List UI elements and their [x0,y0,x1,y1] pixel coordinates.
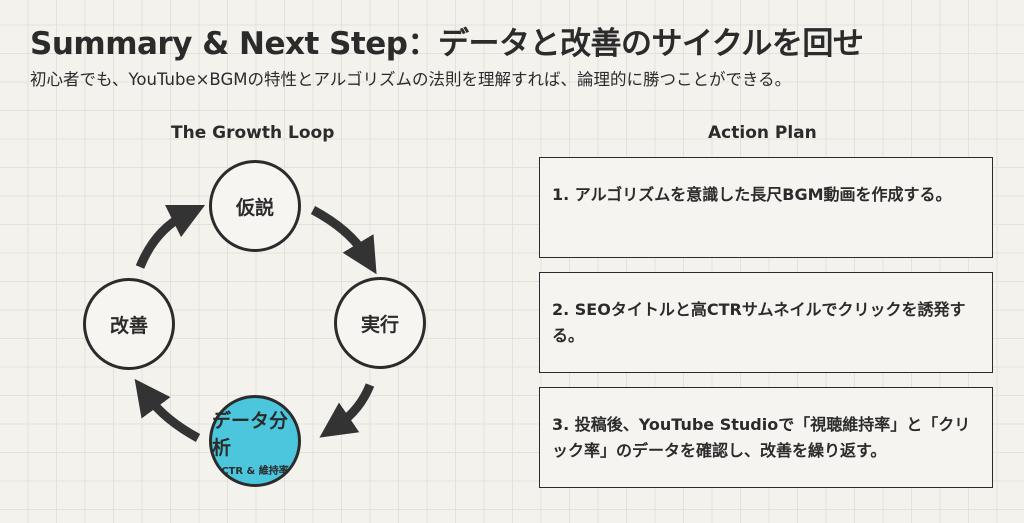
page-subtitle: 初心者でも、YouTube×BGMの特性とアルゴリズムの法則を理解すれば、論理的… [30,70,792,89]
growth-loop-heading: The Growth Loop [171,123,335,143]
loop-node-improve: 改善 [83,278,175,370]
action-item-3: 3. 投稿後、YouTube Studioで「視聴維持率」と「クリック率」のデー… [539,387,993,488]
arrow-icon [135,204,206,269]
action-plan-heading: Action Plan [708,123,817,143]
action-item-1: 1. アルゴリズムを意識した長尺BGM動画を作成する。 [539,157,993,258]
arrow-icon [319,383,375,438]
loop-node-execute: 実行 [334,277,426,369]
arrow-icon [310,206,377,275]
loop-node-hypothesis: 仮説 [209,160,301,252]
action-item-2: 2. SEOタイトルと高CTRサムネイルでクリックを誘発する。 [539,272,993,373]
page-title: Summary & Next Step：データと改善のサイクルを回せ [30,26,864,62]
arrow-icon [134,378,201,442]
